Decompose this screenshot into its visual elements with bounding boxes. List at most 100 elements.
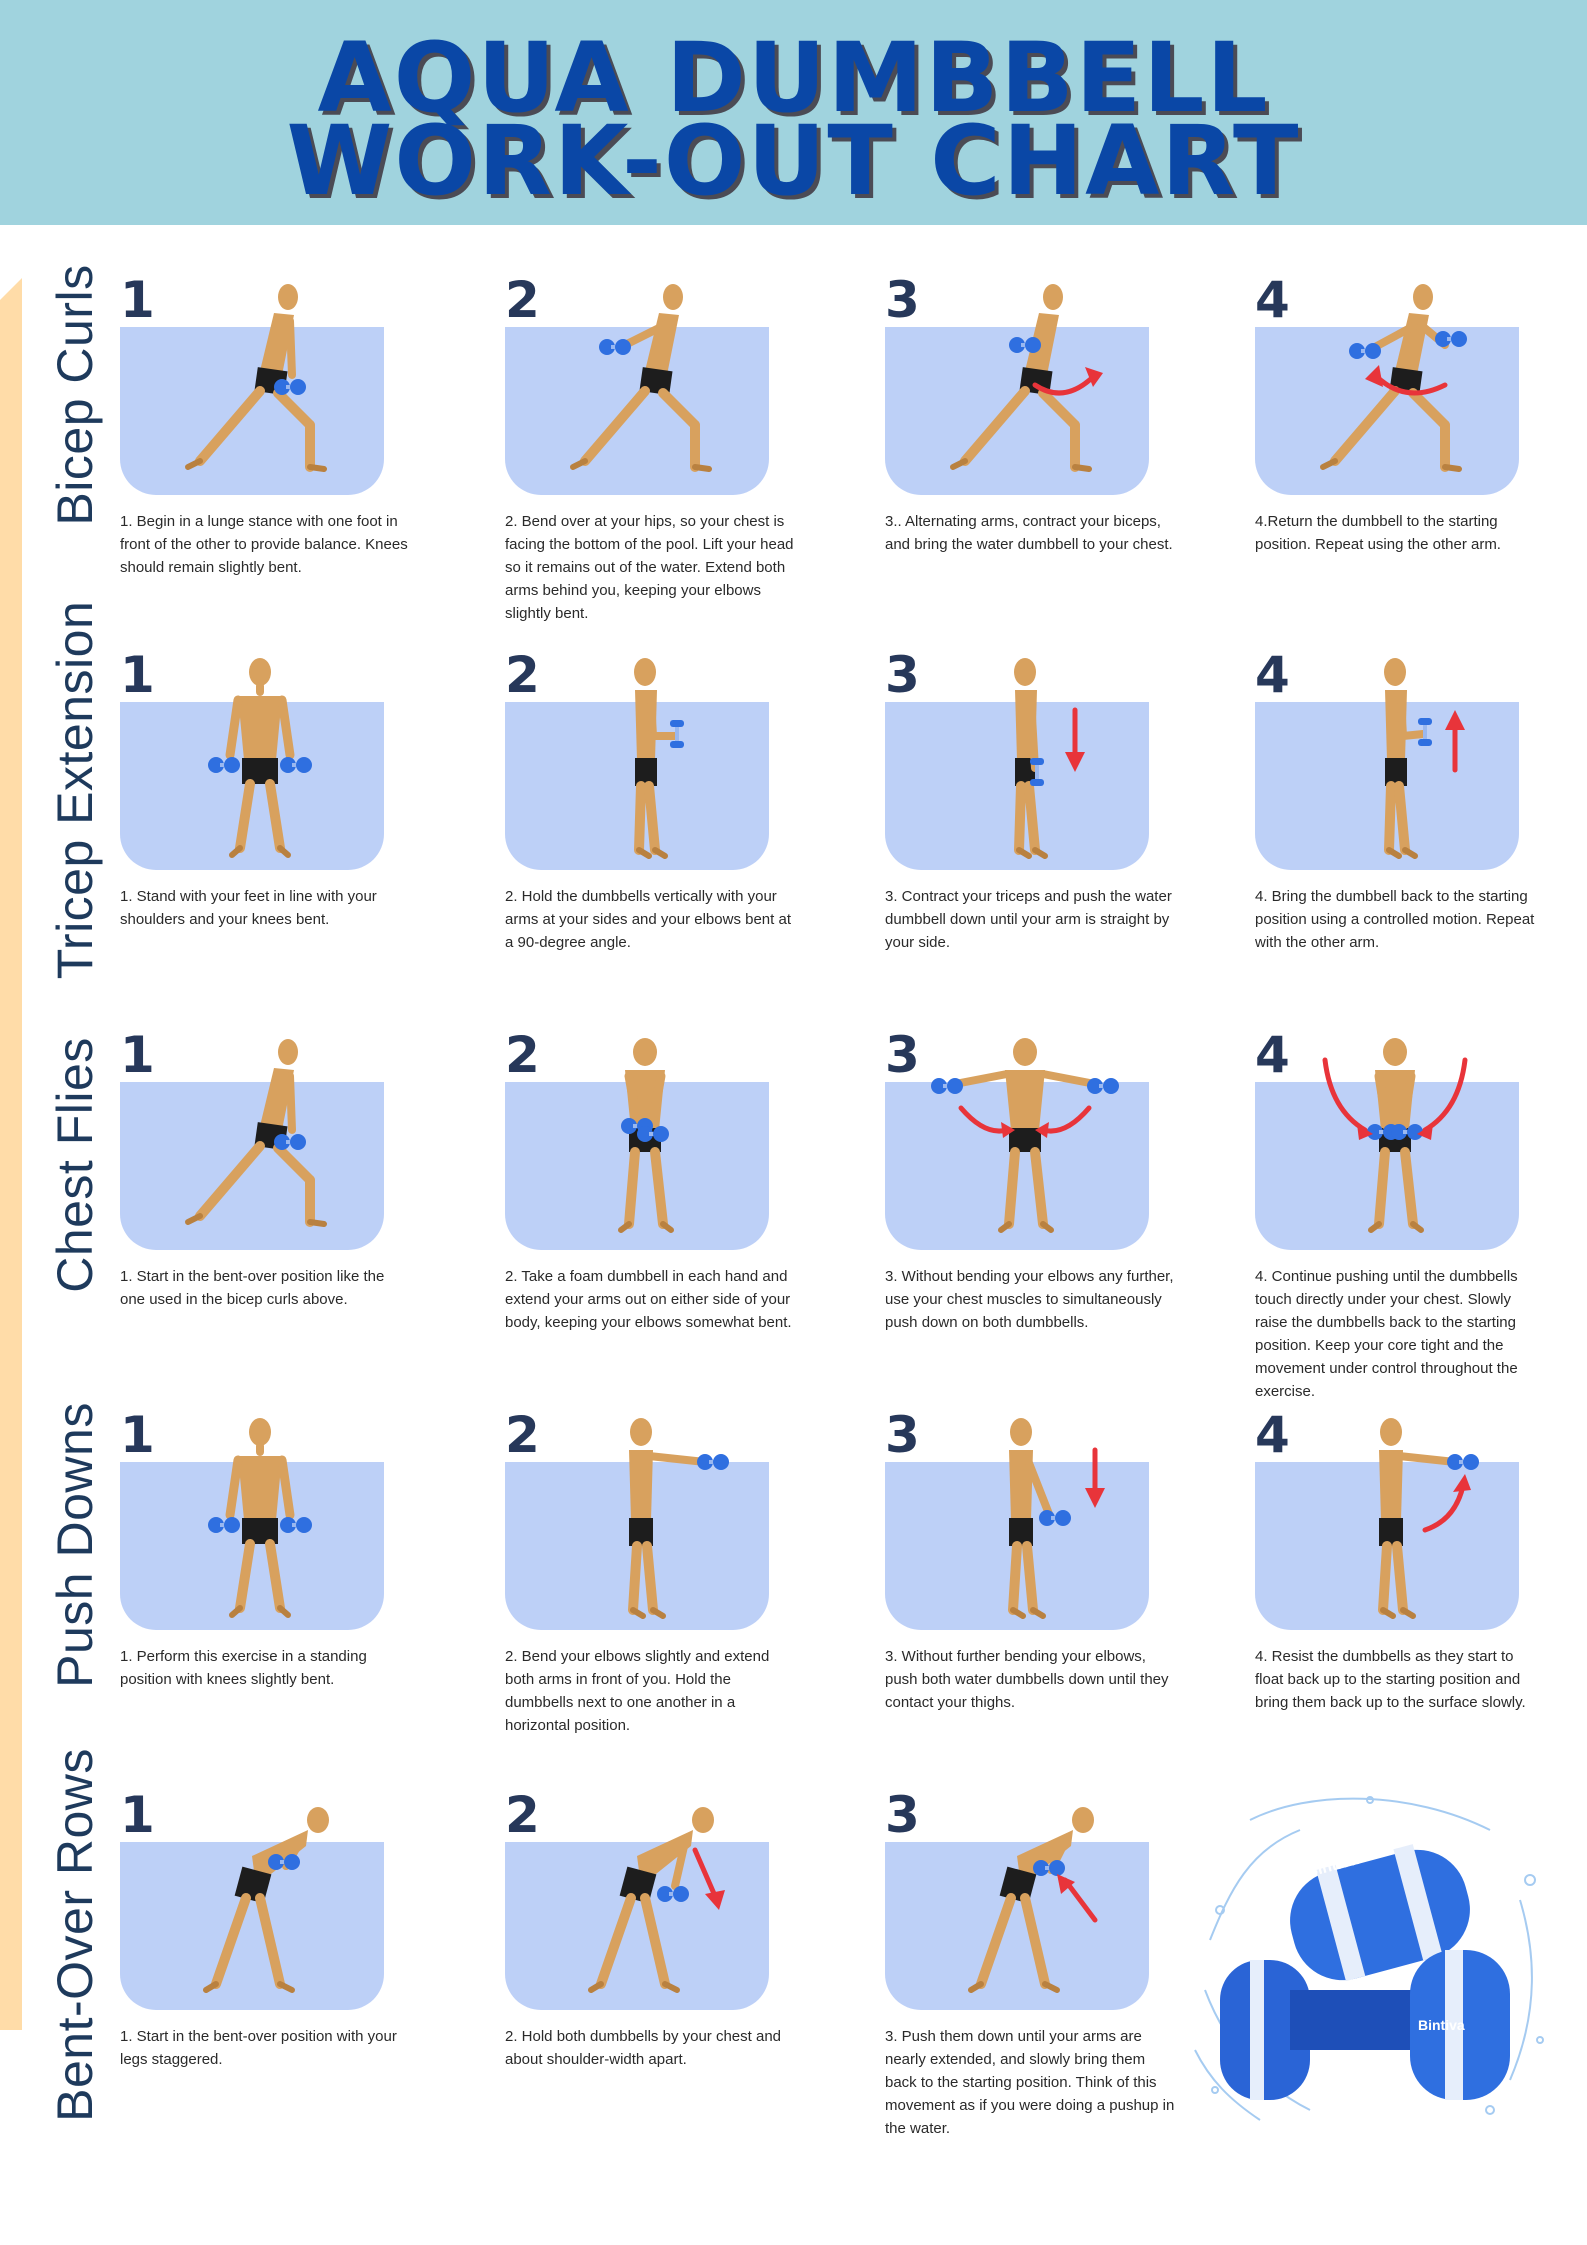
row-label-text: Push Downs	[47, 1402, 103, 1688]
exercise-figure	[968, 1807, 1098, 1993]
step-number: 3	[885, 1786, 920, 1844]
water-splash-graphic	[1194, 1796, 1544, 2121]
step-number: 4	[1255, 1406, 1290, 1464]
exercise-illustration	[1008, 1418, 1105, 1619]
step-description: 1. Perform this exercise in a standing p…	[120, 1648, 367, 1688]
dumbbell-icon	[697, 1454, 729, 1470]
dumbbell-icon	[274, 1134, 306, 1150]
title-line-2: WORK-OUT CHART	[286, 105, 1301, 217]
step-description: 1. Begin in a lunge stance with one foot…	[120, 513, 408, 576]
step-description: 2. Hold the dumbbells vertically with yo…	[505, 888, 791, 951]
dumbbell-icon	[599, 339, 631, 355]
dumbbell-icon	[274, 379, 306, 395]
exercise-figure	[1008, 1418, 1105, 1619]
step-description: 3. Without further bending your elbows, …	[885, 1648, 1169, 1711]
exercise-figure	[1014, 658, 1085, 859]
dumbbell-icon	[1009, 337, 1041, 353]
aqua-dumbbell-product-photo: Bintiva Bintiva	[1194, 1796, 1544, 2121]
dumbbell-front: Bintiva	[1220, 1950, 1510, 2100]
exercise-illustration	[570, 284, 712, 472]
motion-arrow-icon	[1417, 1057, 1468, 1140]
motion-arrow-icon	[1085, 1447, 1105, 1508]
step-number: 4	[1255, 271, 1290, 329]
step-description: 1. Stand with your feet in line with you…	[120, 888, 377, 928]
dumbbell-icon	[1087, 1078, 1119, 1094]
exercise-illustration	[208, 1418, 312, 1618]
step-number: 3	[885, 271, 920, 329]
side-accent-bar-top-notch	[0, 278, 22, 300]
row-label-text: Tricep Extension	[47, 600, 103, 980]
step-number: 1	[120, 271, 155, 329]
step-number: 3	[885, 1406, 920, 1464]
exercise-illustration	[1014, 658, 1085, 859]
dumbbell-icon	[1418, 718, 1432, 746]
step-description: 3. Contract your triceps and push the wa…	[885, 888, 1172, 951]
dumbbell-icon	[1030, 758, 1044, 786]
exercise-figure	[588, 1807, 725, 1993]
exercise-figure	[208, 1418, 312, 1618]
dumbbell-icon	[268, 1854, 300, 1870]
step-description: 1. Start in the bent-over position with …	[120, 2028, 397, 2068]
motion-arrow-icon	[958, 1105, 1015, 1138]
exercise-illustration	[1384, 658, 1465, 859]
exercise-figure	[950, 284, 1103, 472]
step-number: 1	[120, 1026, 155, 1084]
motion-arrow-icon	[1065, 707, 1085, 772]
dumbbell-icon	[208, 1517, 240, 1533]
step-description: 4. Resist the dumbbells as they start to…	[1255, 1648, 1526, 1711]
step-number: 2	[505, 1406, 540, 1464]
step-description: 3. Push them down until your arms are ne…	[885, 2028, 1175, 2137]
step-number: 2	[505, 1026, 540, 1084]
exercise-step-card: 3 3. Push them down until your arms are …	[885, 1790, 1265, 2170]
step-description: 2. Hold both dumbbells by your chest and…	[505, 2028, 781, 2068]
exercise-illustration	[628, 1418, 729, 1619]
exercise-figure	[931, 1038, 1119, 1233]
exercise-figure	[1384, 658, 1465, 859]
pool-water-panel	[1255, 327, 1519, 495]
step-number: 1	[120, 1406, 155, 1464]
step-number: 2	[505, 646, 540, 704]
pool-water-panel	[120, 327, 384, 495]
exercise-figure	[570, 284, 712, 472]
pool-water-panel	[505, 327, 769, 495]
exercise-illustration	[1322, 1038, 1468, 1233]
row-label-text: Bicep Curls	[47, 264, 103, 526]
pool-water-panel	[885, 327, 1149, 495]
side-accent-bar	[0, 278, 22, 2030]
exercise-illustration	[588, 1807, 725, 1993]
pool-water-panel	[120, 1082, 384, 1250]
dumbbell-icon	[1391, 1124, 1423, 1140]
exercise-figure	[1320, 284, 1467, 472]
dumbbell-icon	[280, 1517, 312, 1533]
exercise-figure	[203, 1807, 329, 1993]
step-number: 4	[1255, 1026, 1290, 1084]
motion-arrow-icon	[1445, 710, 1465, 773]
dumbbell-icon	[1033, 1860, 1065, 1876]
exercise-illustration	[968, 1807, 1098, 1993]
exercise-illustration	[203, 1807, 329, 1993]
exercise-illustration	[931, 1038, 1119, 1233]
motion-arrow-icon	[1365, 365, 1448, 396]
step-description: 1. Start in the bent-over position like …	[120, 1268, 385, 1308]
header-banner: AQUA DUMBBELL WORK-OUT CHART	[0, 0, 1587, 225]
motion-arrow-icon	[1057, 1874, 1098, 1923]
exercise-illustration	[618, 1038, 674, 1233]
motion-arrow-icon	[1032, 367, 1103, 396]
exercise-figure	[1322, 1038, 1468, 1233]
exercise-illustration	[185, 1039, 327, 1227]
row-label-text: Bent-Over Rows	[47, 1748, 103, 2122]
step-description: 4. Continue pushing until the dumbbells …	[1255, 1268, 1518, 1400]
step-description: 2. Take a foam dumbbell in each hand and…	[505, 1268, 792, 1331]
